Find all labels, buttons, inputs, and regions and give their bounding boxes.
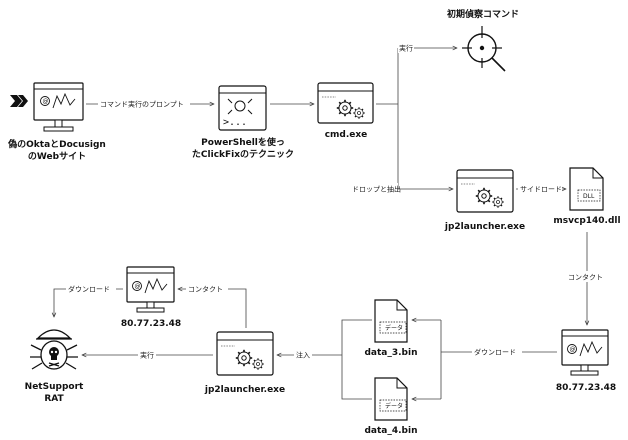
entry-arrow-icon [10, 95, 28, 107]
edge-label-execute-rat: 実行 [140, 351, 154, 360]
edge-label-contact-right: コンタクト [568, 273, 603, 282]
powershell-window-icon: >... [218, 85, 267, 131]
node-rat-line2: RAT [44, 394, 64, 404]
server-right-monitor-icon: @ [561, 329, 609, 376]
edge-label-prompt: コマンド実行のプロンプト [100, 100, 184, 109]
data3-file-icon: データ [374, 299, 408, 343]
edge-label-execute-recon: 実行 [399, 44, 413, 53]
cmd-window-icon [317, 82, 374, 124]
node-msvcp: msvcp140.dll [553, 216, 620, 226]
crosshair-recon-icon [462, 26, 506, 72]
edge-label-sideload: サイドロード [520, 186, 562, 194]
rat-malware-bug-icon [30, 329, 78, 370]
svg-text:@: @ [135, 283, 141, 290]
edge-data-merge [341, 319, 372, 400]
dll-file-icon: DLL [569, 167, 604, 211]
data4-file-icon: データ [374, 377, 408, 421]
jp2launcher-top-window-icon [456, 169, 514, 213]
edge-label-contact-left: コンタクト [188, 285, 223, 294]
data3-tag: データ [385, 324, 403, 332]
data4-tag: データ [385, 402, 403, 410]
node-data3: data_3.bin [364, 348, 417, 358]
node-fake-site-line2: のWebサイト [28, 151, 86, 162]
node-server-left: 80.77.23.48 [121, 319, 181, 329]
node-powershell-line1: PowerShellを使っ [201, 136, 285, 148]
dll-tag: DLL [583, 193, 595, 200]
svg-text:@: @ [43, 98, 49, 105]
node-server-right: 80.77.23.48 [556, 383, 616, 393]
node-jp2-top: jp2launcher.exe [444, 222, 525, 232]
edge-label-download-left: ダウンロード [68, 285, 110, 294]
node-fake-site-line1: 偽のOktaとDocusign [7, 138, 106, 150]
server-left-monitor-icon: @ [126, 266, 175, 313]
svg-text:>...: >... [223, 117, 247, 128]
node-data4: data_4.bin [364, 426, 417, 436]
edge-contact-left [178, 289, 247, 328]
node-recon: 初期偵察コマンド [447, 8, 519, 20]
node-cmd: cmd.exe [325, 130, 368, 140]
edge-label-download-right: ダウンロード [474, 348, 516, 357]
edge-label-drop-extract: ドロップと抽出 [352, 185, 401, 194]
node-rat-line1: NetSupport [25, 382, 84, 392]
edge-label-inject: 注入 [296, 351, 310, 360]
node-powershell-line2: たClickFixのテクニック [192, 149, 294, 160]
svg-text:@: @ [570, 346, 576, 353]
fake-website-monitor-icon: @ [33, 82, 84, 132]
node-jp2-bottom: jp2launcher.exe [204, 385, 285, 395]
jp2launcher-bottom-window-icon [216, 331, 274, 376]
